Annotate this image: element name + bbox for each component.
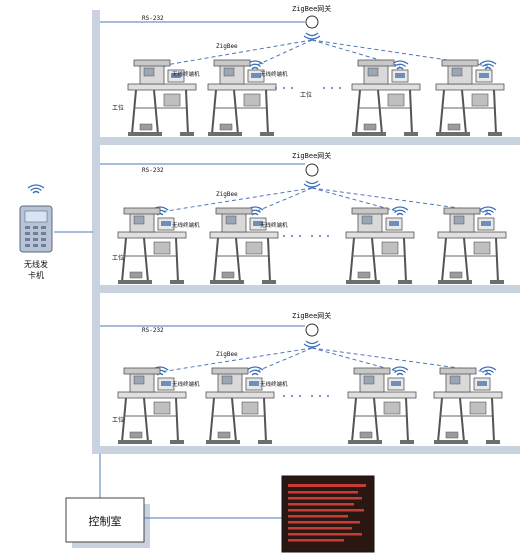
row-floor [100,285,520,293]
sewing-station [433,367,503,445]
control-room-label: 控制室 [89,514,122,528]
gateway-label: ZigBee网关 [292,4,331,13]
zigbee-label: ZigBee [216,191,238,198]
sewing-station [351,59,421,137]
rs232-label: RS-232 [142,15,164,22]
terminal-label: 无线终端机 [172,380,200,388]
terminal-label: 无线终端机 [260,380,288,388]
rs232-label: RS-232 [142,167,164,174]
row-floor [92,446,520,454]
gateway-device [303,163,321,188]
wifi-icon [391,366,409,376]
workshop-row-1: RS-232 ZigBee网关 ZigBee 无线终端机 无线终端机 工位 工位 [100,4,520,145]
workshop-row-2: RS-232 ZigBee网关 ZigBee 无线终端机 无线终端机 工位 [100,151,520,293]
station-label: 工位 [112,416,124,424]
zigbee-label: ZigBee [216,43,238,50]
led-display-board [281,475,375,553]
wifi-icon [479,60,497,70]
card-issuer-label-1: 无线发 [24,259,48,269]
station-label: 工位 [112,104,124,112]
zigbee-links [159,347,489,373]
rs232-label: RS-232 [142,327,164,334]
terminal-label: 无线终端机 [172,70,200,78]
station-label-middle: 工位 [300,91,312,99]
sewing-station [205,367,275,445]
ellipsis-dots [283,235,329,237]
sewing-station [117,207,187,285]
main-bus [92,10,100,454]
gateway-label: ZigBee网关 [292,311,331,320]
gateway-label: ZigBee网关 [292,151,331,160]
ellipsis-dots [275,87,341,89]
gateway-device [303,323,321,348]
zigbee-links [159,39,489,67]
terminal-label: 无线终端机 [260,70,288,78]
terminal-label: 无线终端机 [260,221,288,229]
sewing-station [209,207,279,285]
sewing-station [437,207,507,285]
sewing-station [117,367,187,445]
control-room-box [65,497,150,548]
sewing-station [345,207,415,285]
row-floor [100,137,520,145]
zigbee-links [159,187,489,213]
wifi-icon [391,206,409,216]
gateway-device [303,15,321,40]
station-label: 工位 [112,254,124,262]
zigbee-label: ZigBee [216,351,238,358]
wifi-icon [246,366,264,376]
card-issuer-device [19,184,53,253]
sewing-station [435,59,505,137]
workshop-row-3: RS-232 ZigBee网关 ZigBee 无线终端机 无线终端机 工位 [92,311,520,454]
terminal-label: 无线终端机 [172,221,200,229]
card-issuer-label-2: 卡机 [28,270,44,280]
ellipsis-dots [283,395,329,397]
sewing-station [347,367,417,445]
